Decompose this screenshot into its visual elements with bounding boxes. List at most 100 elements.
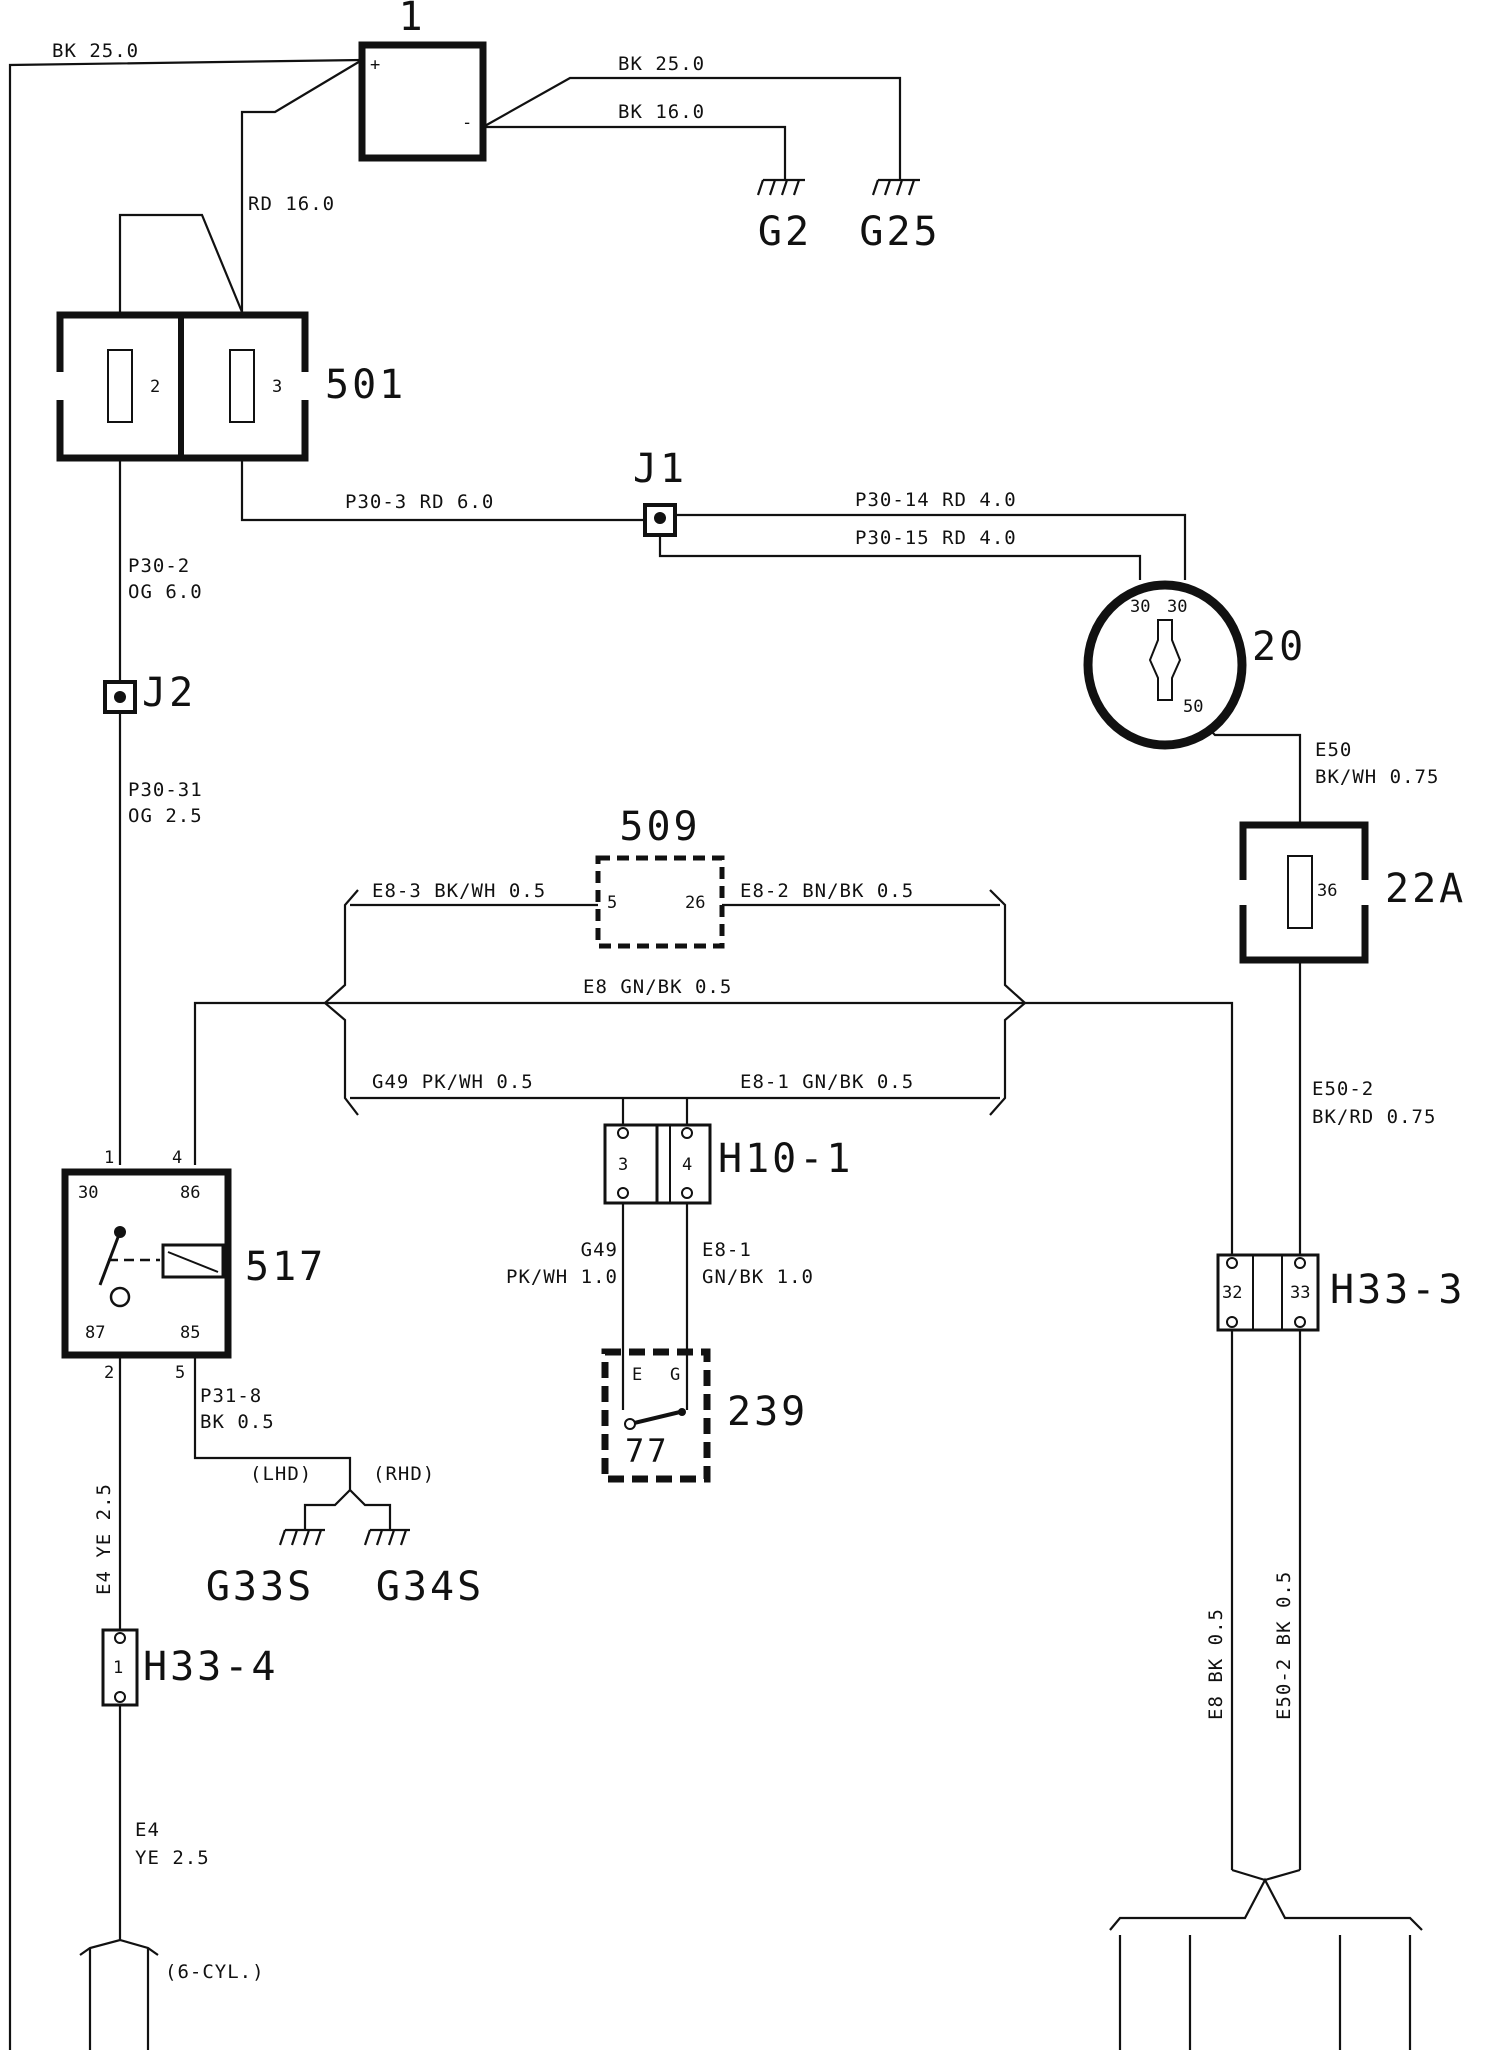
rhd-label: (RHD) bbox=[373, 1463, 435, 1485]
wire-bk16 bbox=[483, 125, 787, 180]
label-p30-15: P30-15 RD 4.0 bbox=[855, 527, 1017, 549]
wire-rhd bbox=[349, 1489, 392, 1530]
wires bbox=[8, 58, 1423, 2050]
relay-term-5: 5 bbox=[175, 1363, 185, 1383]
wire-p30-15 bbox=[658, 520, 1142, 580]
fuse-22a-label: 22A bbox=[1385, 866, 1466, 912]
junction-j1: J1 bbox=[633, 446, 687, 537]
switch-77-label: 77 bbox=[625, 1432, 670, 1470]
connector-h33-3: 32 33 H33-3 bbox=[1216, 1253, 1465, 1332]
label-e50-2-bk-vert: E50-2 BK 0.5 bbox=[1273, 1571, 1295, 1720]
label-e8-3: E8-3 BK/WH 0.5 bbox=[372, 880, 546, 902]
fuse-36-label: 36 bbox=[1317, 881, 1337, 901]
fuse-2-label: 2 bbox=[150, 377, 160, 397]
wire-rd16 bbox=[240, 59, 363, 315]
label-e4-vert: E4 YE 2.5 bbox=[93, 1483, 115, 1595]
wire-e8-bus bbox=[193, 1001, 1234, 1255]
wire-bk25-left bbox=[8, 58, 363, 2050]
label-p30-14: P30-14 RD 4.0 bbox=[855, 489, 1017, 511]
connector-h33-3-label: H33-3 bbox=[1330, 1267, 1465, 1313]
ground-g34s: G34S bbox=[363, 1528, 481, 1610]
label-e8-1-a: E8-1 bbox=[702, 1239, 752, 1261]
module-pin-26: 26 bbox=[685, 893, 705, 913]
label-bk25-right: BK 25.0 bbox=[618, 53, 705, 75]
switch-239-label: 239 bbox=[727, 1389, 808, 1435]
label-bk25-left: BK 25.0 bbox=[52, 40, 139, 62]
ground-g33s: G33S bbox=[206, 1528, 325, 1610]
h33-3-pin-33: 33 bbox=[1290, 1283, 1310, 1303]
switch-pin-g: G bbox=[670, 1365, 680, 1385]
wire-bk25-right bbox=[482, 76, 902, 180]
wire-harness-right bbox=[1231, 1868, 1301, 1882]
ground-g25: G25 bbox=[859, 178, 940, 255]
label-p30-2-b: OG 6.0 bbox=[128, 581, 203, 603]
wire-labels: BK 25.0 BK 25.0 BK 16.0 RD 16.0 P30-3 RD… bbox=[52, 40, 1439, 1983]
ground-g33s-label: G33S bbox=[206, 1564, 314, 1610]
relay-pin-30: 30 bbox=[78, 1183, 98, 1203]
label-e8-bk-vert: E8 BK 0.5 bbox=[1205, 1608, 1227, 1720]
junction-j2: J2 bbox=[103, 670, 196, 716]
label-e8-2: E8-2 BN/BK 0.5 bbox=[740, 880, 914, 902]
ignition-pin-30a: 30 bbox=[1130, 597, 1150, 617]
label-e50-b: BK/WH 0.75 bbox=[1315, 766, 1439, 788]
ground-g2-label: G2 bbox=[758, 209, 812, 255]
connector-h10-1-label: H10-1 bbox=[718, 1136, 853, 1182]
ground-g25-label: G25 bbox=[859, 209, 940, 255]
label-e8-1-top: E8-1 GN/BK 0.5 bbox=[740, 1071, 914, 1093]
junction-j2-label: J2 bbox=[142, 670, 196, 716]
wire-p30-3 bbox=[240, 458, 660, 522]
label-p30-3: P30-3 RD 6.0 bbox=[345, 491, 494, 513]
label-p31-8-b: BK 0.5 bbox=[200, 1411, 275, 1433]
lhd-label: (LHD) bbox=[250, 1463, 312, 1485]
module-pin-5: 5 bbox=[607, 893, 617, 913]
fusebox-label: 501 bbox=[325, 362, 406, 408]
battery-minus: - bbox=[462, 113, 472, 133]
ignition-pin-50: 50 bbox=[1183, 697, 1203, 717]
label-g49-top: G49 PK/WH 0.5 bbox=[372, 1071, 534, 1093]
label-g49-a: G49 bbox=[581, 1239, 618, 1261]
switch-239: E G 77 239 bbox=[601, 1348, 808, 1483]
connector-h33-4-label: H33-4 bbox=[143, 1644, 278, 1690]
label-p30-31-a: P30-31 bbox=[128, 779, 203, 801]
harness-bracket-left bbox=[323, 889, 359, 1116]
ignition-switch-20: 30 30 50 20 bbox=[1083, 580, 1306, 750]
label-e4-b: YE 2.5 bbox=[135, 1847, 210, 1869]
fuse-22a: 36 22A bbox=[1238, 821, 1466, 964]
junction-j1-label: J1 bbox=[633, 446, 687, 492]
wire-e50 bbox=[1204, 724, 1302, 825]
fuse-3-label: 3 bbox=[272, 377, 282, 397]
harness-right-bracket bbox=[1109, 1877, 1423, 1931]
wire-p30-14 bbox=[660, 513, 1187, 580]
wire-fuse2-feed bbox=[118, 213, 244, 315]
ignition-switch-label: 20 bbox=[1252, 624, 1306, 670]
h33-3-pin-32: 32 bbox=[1222, 1283, 1242, 1303]
wire-lhd bbox=[303, 1489, 351, 1530]
label-p30-2-a: P30-2 bbox=[128, 555, 190, 577]
label-e8: E8 GN/BK 0.5 bbox=[583, 976, 732, 998]
relay-pin-85: 85 bbox=[180, 1323, 200, 1343]
connector-h33-4: 1 H33-4 bbox=[101, 1628, 278, 1707]
label-p31-8-a: P31-8 bbox=[200, 1385, 262, 1407]
relay-517: 1 4 30 86 87 85 2 5 517 bbox=[61, 1148, 323, 1383]
module-509-label: 509 bbox=[619, 804, 700, 850]
battery: + - 1 bbox=[358, 0, 487, 162]
label-6-cyl: (6-CYL.) bbox=[165, 1961, 265, 1983]
label-e50-a: E50 bbox=[1315, 739, 1352, 761]
label-e8-1-b: GN/BK 1.0 bbox=[702, 1266, 814, 1288]
switch-pin-e: E bbox=[632, 1365, 642, 1385]
ground-g2: G2 bbox=[756, 178, 812, 255]
ignition-pin-30b: 30 bbox=[1167, 597, 1187, 617]
label-rd16: RD 16.0 bbox=[248, 193, 335, 215]
label-e4-a: E4 bbox=[135, 1819, 160, 1841]
relay-pin-86: 86 bbox=[180, 1183, 200, 1203]
relay-term-2: 2 bbox=[104, 1363, 114, 1383]
wire-p31-8 bbox=[193, 1355, 352, 1490]
relay-term-1: 1 bbox=[104, 1148, 114, 1168]
relay-pin-87: 87 bbox=[85, 1323, 105, 1343]
h33-4-pin-1: 1 bbox=[113, 1658, 123, 1678]
label-e50-2-a: E50-2 bbox=[1312, 1078, 1374, 1100]
label-p30-31-b: OG 2.5 bbox=[128, 805, 203, 827]
h10-pin-4: 4 bbox=[682, 1155, 692, 1175]
label-bk16: BK 16.0 bbox=[618, 101, 705, 123]
